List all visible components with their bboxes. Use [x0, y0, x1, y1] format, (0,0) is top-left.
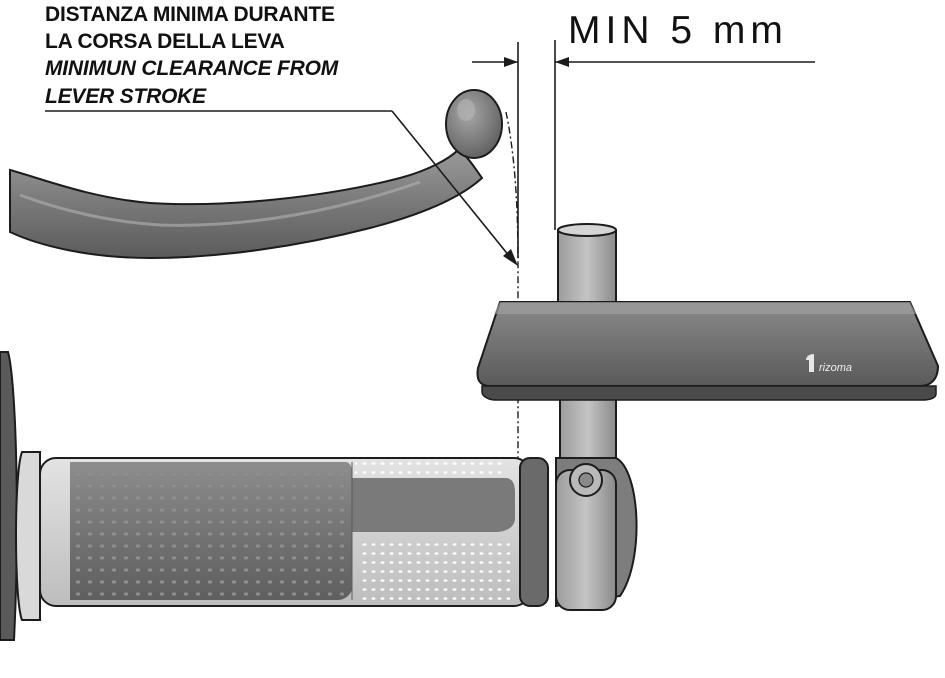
brake-lever — [9, 148, 484, 260]
mirror-brand-label: rizoma — [819, 362, 852, 374]
mirror-stem — [555, 223, 638, 611]
dimension-lines — [472, 40, 815, 258]
callout-line-2: LA CORSA DELLA LEVA — [45, 30, 285, 53]
lever-stroke-path — [505, 111, 519, 460]
callout-line-4: LEVER STROKE — [45, 85, 206, 108]
mirror-body: rizoma — [476, 301, 940, 401]
callout-leader — [45, 110, 518, 266]
rizoma-logo-mark — [806, 354, 814, 372]
bar-end — [0, 351, 18, 641]
handlebar-grip — [15, 451, 549, 621]
dimension-label: MIN 5 mm — [568, 9, 788, 52]
callout-line-3: MINIMUN CLEARANCE FROM — [45, 57, 339, 80]
callout-line-1: DISTANZA MINIMA DURANTE — [45, 3, 335, 26]
lever-knob — [445, 89, 503, 159]
